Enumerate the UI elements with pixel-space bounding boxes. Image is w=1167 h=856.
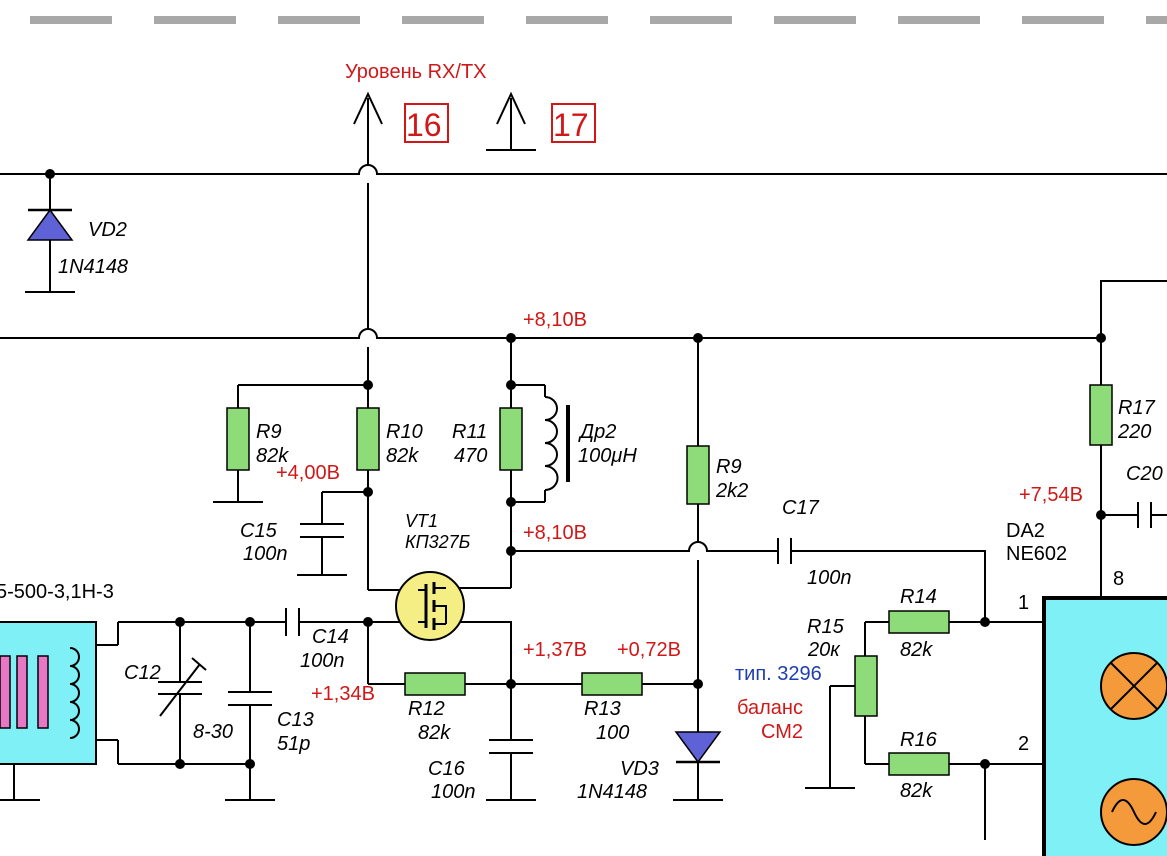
resistor-r9b [686, 445, 710, 505]
r11-ref: R11 [452, 421, 487, 443]
c14-ref: C14 [312, 626, 349, 648]
c17-ref: C17 [782, 497, 820, 519]
r15-ref: R15 [807, 616, 845, 638]
c17-value: 100n [807, 567, 852, 589]
junctions [45, 169, 1106, 769]
voltage-drain: +8,10В [523, 522, 587, 544]
r15-note-1: баланс [737, 697, 803, 719]
c15-ref: C15 [240, 520, 278, 542]
resistor-r16 [888, 752, 950, 776]
vd3-ref: VD3 [620, 758, 659, 780]
r12-value: 82k [418, 722, 451, 744]
piezo-filter [0, 621, 97, 765]
r15-note-2: СМ2 [761, 721, 803, 743]
dr2-value: 100μH [578, 445, 637, 467]
voltage-supply: +8,10В [523, 309, 587, 331]
r12-ref: R12 [408, 698, 445, 720]
resistor-r14 [888, 610, 950, 634]
r9a-value: 82k [256, 445, 289, 467]
ic-da2 [1042, 596, 1167, 856]
transistor-vt1 [395, 571, 465, 641]
voltage-da2-pin8: +7,54В [1019, 484, 1083, 506]
vt1-ref: VT1 [405, 511, 438, 531]
r13-value: 100 [596, 722, 629, 744]
r11-value: 470 [454, 445, 487, 467]
arrow-up-icon [353, 91, 383, 125]
resistor-r17 [1089, 384, 1113, 446]
da2-pin1: 1 [1018, 592, 1029, 614]
da2-ref: DA2 [1006, 520, 1045, 542]
r16-value: 82k [900, 780, 933, 802]
r17-ref: R17 [1118, 397, 1156, 419]
arrow-up-icon [496, 91, 526, 125]
voltage-vd3: +0,72В [617, 639, 681, 661]
c15-value: 100n [243, 543, 288, 565]
resistor-r13 [581, 672, 643, 696]
c20-ref: C20 [1126, 463, 1163, 485]
voltage-gate-in: +1,34В [311, 683, 375, 705]
r9a-ref: R9 [256, 421, 282, 443]
c14-value: 100n [300, 650, 345, 672]
da2-pin2: 2 [1018, 733, 1029, 755]
r17-value: 220 [1117, 421, 1151, 443]
r9b-value: 2k2 [715, 480, 748, 502]
voltage-gate: +4,00В [276, 462, 340, 484]
dr2-ref: Др2 [578, 421, 616, 443]
c16-ref: C16 [428, 758, 466, 780]
c12-ref: C12 [124, 662, 161, 684]
r10-value: 82k [386, 445, 419, 467]
c12-value: 8-30 [193, 721, 233, 743]
vd3-value: 1N4148 [577, 781, 647, 803]
signal-out-label: Уровень RX/TX [345, 61, 487, 83]
vd2-ref: VD2 [88, 219, 127, 241]
diode-vd3 [674, 731, 722, 764]
terminal-box-16 [404, 103, 449, 143]
resistor-r12 [404, 672, 466, 696]
da2-pin8: 8 [1113, 568, 1124, 590]
trimmer-r15 [854, 655, 878, 717]
c13-value: 51p [277, 733, 310, 755]
r15-value: 20к [807, 639, 841, 661]
inductor-dr2 [544, 396, 559, 491]
resistor-r10 [356, 407, 380, 471]
r13-ref: R13 [584, 698, 621, 720]
terminal-17-label: 17 [553, 107, 589, 143]
terminal-box-17 [551, 103, 596, 143]
filter-value: 5-500-3,1Н-3 [0, 581, 114, 603]
diode-vd2 [26, 208, 74, 241]
da2-value: NE602 [1006, 543, 1067, 565]
c16-value: 100n [431, 781, 476, 803]
terminal-16-label: 16 [406, 107, 442, 143]
wires [0, 98, 1167, 840]
vt1-value: КП327Б [405, 532, 471, 552]
r14-ref: R14 [900, 586, 937, 608]
r16-ref: R16 [900, 729, 938, 751]
resistor-r9a [226, 407, 250, 471]
vd2-value: 1N4148 [58, 256, 128, 278]
r14-value: 82k [900, 639, 933, 661]
voltage-source: +1,37В [523, 639, 587, 661]
c13-ref: C13 [277, 709, 314, 731]
r9b-ref: R9 [716, 456, 742, 478]
r10-ref: R10 [386, 421, 423, 443]
resistor-r11 [499, 407, 523, 471]
r15-type: тип. 3296 [735, 663, 822, 685]
